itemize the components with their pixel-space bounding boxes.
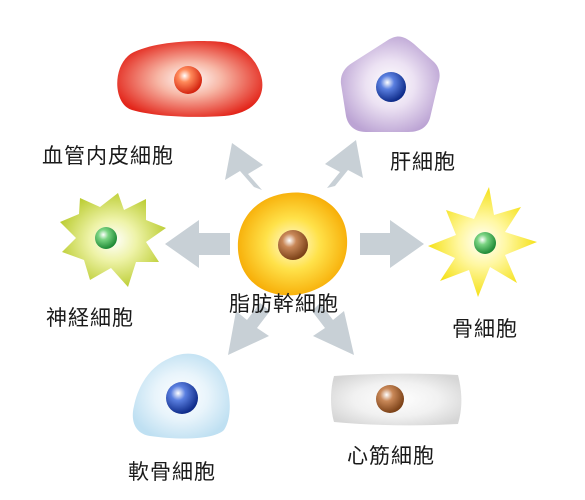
arrows xyxy=(165,140,424,355)
endothelial-cell-label: 血管内皮細胞 xyxy=(42,144,174,168)
arrow-up-left xyxy=(225,143,263,190)
arrow-left xyxy=(165,220,230,268)
adipose-stem-cell xyxy=(237,192,348,296)
bone-cell xyxy=(428,187,537,297)
bone-cell-nucleus xyxy=(474,232,496,254)
endothelial-cell-nucleus xyxy=(174,66,202,94)
cartilage-cell-label: 軟骨細胞 xyxy=(128,460,216,484)
endothelial-cell xyxy=(117,41,263,117)
arrow-down-left xyxy=(228,303,270,355)
liver-cell-nucleus xyxy=(376,72,406,102)
liver-cell-label: 肝細胞 xyxy=(390,150,456,174)
bone-cell-label: 骨細胞 xyxy=(452,317,518,341)
liver-cell xyxy=(340,36,440,132)
cardiac-muscle-cell-label: 心筋細胞 xyxy=(347,444,435,468)
arrow-up-right xyxy=(325,140,363,188)
cartilage-cell-nucleus xyxy=(166,382,198,414)
adipose-stem-cell-nucleus xyxy=(278,230,308,260)
arrow-down-right xyxy=(312,303,354,355)
nerve-cell-label: 神経細胞 xyxy=(46,306,134,330)
cartilage-cell xyxy=(132,353,230,439)
nerve-cell-nucleus xyxy=(95,227,117,249)
adipose-stem-cell-label: 脂肪幹細胞 xyxy=(229,292,339,316)
nerve-cell xyxy=(60,193,166,287)
cardiac-muscle-cell xyxy=(331,373,462,426)
cardiac-muscle-cell-nucleus xyxy=(376,385,404,413)
arrow-right xyxy=(360,220,424,268)
